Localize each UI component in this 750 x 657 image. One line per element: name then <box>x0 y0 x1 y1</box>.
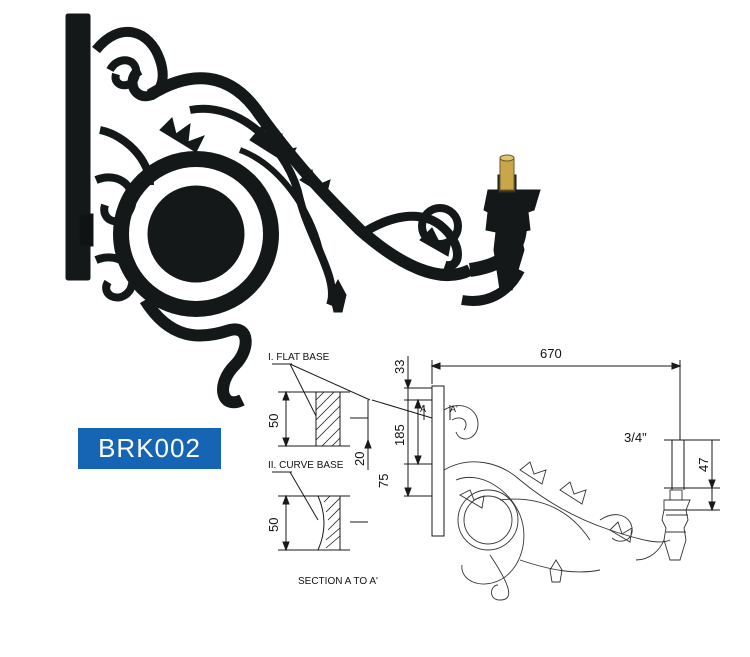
base-thickness-dim: 20 <box>352 451 367 466</box>
plate-height-dim: 185 <box>392 424 407 446</box>
tip-height-dim: 47 <box>696 457 711 472</box>
flat-base-height-dim: 50 <box>266 413 281 428</box>
top-offset-dim: 33 <box>392 359 407 374</box>
flat-base-label: I. FLAT BASE <box>268 352 330 363</box>
thread-size-dim: 3/4" <box>624 430 647 445</box>
overall-length-dim: 670 <box>540 346 562 361</box>
curve-base-height-dim: 50 <box>266 517 281 532</box>
section-label: SECTION A TO A' <box>298 576 378 587</box>
section-marker-a2: A' <box>450 404 458 414</box>
product-code-badge: BRK002 <box>78 428 221 469</box>
product-code: BRK002 <box>98 433 201 463</box>
lower-offset-dim: 75 <box>376 473 391 488</box>
curve-base-label: II. CURVE BASE <box>268 460 344 471</box>
section-marker-a: A <box>420 404 427 414</box>
